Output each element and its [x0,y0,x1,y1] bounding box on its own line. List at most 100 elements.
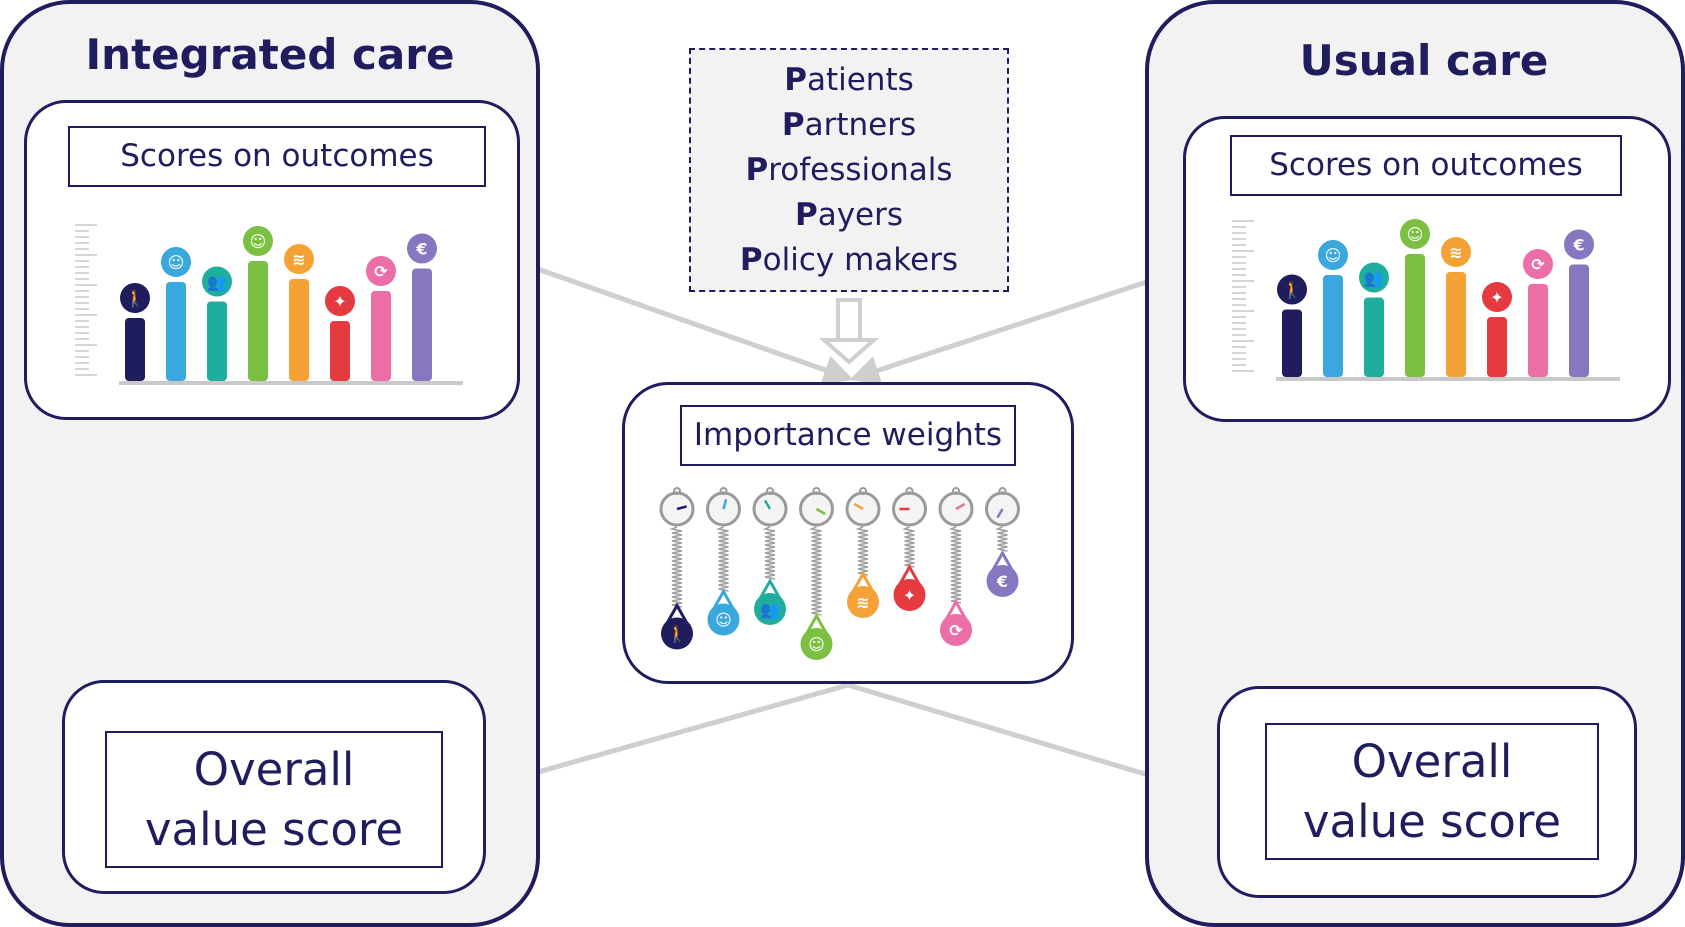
walking-person-icon [120,283,150,313]
arrow-right-scores-to-weights [849,267,1184,385]
left-value-label: Overall value score [105,731,443,868]
scale-ring [952,487,960,495]
integrated-care-panel: Integrated care Scores on outcomes 🚶☺👥☺≋… [0,0,540,927]
cycle-icon-glyph: ⟳ [374,262,388,281]
usual-care-panel: Usual care Scores on outcomes 🚶☺👥☺≋✦⟳€ O… [1145,0,1685,927]
scale-spring [855,526,869,576]
scale-needle [722,499,728,510]
person-arrows-icon [325,286,355,316]
euro-icon-glyph: € [996,572,1008,591]
scale-ring [859,487,867,495]
right-value-line2: value score [1302,795,1562,848]
left-outcome-chart: 🚶☺👥☺≋✦⟳€ [75,224,463,385]
scale-needle [676,505,687,511]
scale-spring [762,526,776,580]
cycle-icon-glyph: ⟳ [1531,255,1545,274]
signal-icon-glyph: ≋ [1449,243,1462,262]
walking-person-icon [1277,274,1307,305]
scale-ring [673,487,681,495]
left-bar [248,261,268,381]
euro-icon-glyph: € [1572,236,1584,255]
scale-needle [955,502,966,511]
right-outcome-chart: 🚶☺👥☺≋✦⟳€ [1232,219,1620,381]
importance-weights-label: Importance weights [680,405,1016,466]
integrated-care-title: Integrated care [85,30,455,79]
scale-spring [715,526,729,592]
scale-ring [719,487,728,495]
right-scores-box: Scores on outcomes 🚶☺👥☺≋✦⟳€ [1183,116,1671,422]
right-scores-label: Scores on outcomes [1230,135,1622,196]
head-icon-glyph: ☺ [1325,246,1342,265]
signal-icon [284,244,314,274]
people-icon [1359,262,1389,293]
smiley-icon [243,226,273,256]
cycle-icon-glyph: ⟳ [949,621,963,640]
smiley-icon-glyph: ☺ [250,232,267,251]
scale-spring [994,526,1008,552]
stakeholder-professionals: Professionals [745,152,953,188]
scale-spring [669,526,683,608]
cycle-icon [366,256,396,286]
smiley-icon-glyph: ☺ [808,635,825,654]
left-bar [330,321,350,381]
stakeholders-box: Patients Partners Professionals Payers P… [689,48,1009,292]
left-value-line1: Overall [193,743,355,796]
euro-icon [407,233,437,264]
euro-icon [986,565,1019,597]
left-bar [371,291,391,381]
scale-needle [815,507,826,516]
person-arrows-icon-glyph: ✦ [903,586,916,605]
walking-person-icon [661,617,693,650]
right-bar [1405,254,1425,377]
scale-ring [905,487,914,495]
smiley-icon-glyph: ☺ [1407,225,1424,244]
right-value-label: Overall value score [1265,723,1599,860]
right-value-box: Overall value score [1217,686,1637,898]
head-icon-glyph: ☺ [168,253,185,272]
scale-spring [901,526,915,568]
smiley-icon [1400,219,1430,249]
euro-icon [1564,229,1594,260]
stakeholder-partners: Partners [781,107,917,143]
cycle-icon [940,614,972,646]
smiley-icon [800,628,833,660]
down-arrow-stakeholders-to-weights [818,298,880,365]
left-bar [125,318,145,381]
people-icon-glyph: 👥 [207,273,227,292]
arrow-left-scores-to-weights [511,257,854,385]
left-bar [412,268,432,381]
person-arrows-icon [893,579,926,611]
right-bar [1528,284,1548,377]
head-icon [707,603,740,636]
left-bar [289,279,309,381]
spring-scales-graphic: 🚶 ☺ 👥 ☺ ≋ ✦ ⟳ € [659,487,1020,660]
scale-needle [763,499,772,510]
signal-icon-glyph: ≋ [856,593,869,612]
left-scores-box: Scores on outcomes 🚶☺👥☺≋✦⟳€ [24,100,520,420]
arrow-weights-to-left-value [482,682,849,794]
right-bar [1569,264,1589,377]
right-bar [1446,272,1466,377]
walking-person-icon-glyph: 🚶 [125,289,145,308]
cycle-icon [1523,249,1553,279]
scale-ring [998,487,1007,495]
scale-ring [812,487,821,495]
stakeholder-patients: Patients [784,62,914,98]
head-icon [161,247,191,277]
person-arrows-icon [1482,282,1512,312]
left-value-line2: value score [144,803,404,856]
people-icon-glyph: 👥 [1364,269,1384,288]
person-arrows-icon-glyph: ✦ [333,292,346,311]
euro-icon-glyph: € [415,240,427,259]
head-icon [1318,240,1348,270]
walking-person-icon-glyph: 🚶 [667,625,687,644]
head-icon-glyph: ☺ [715,611,732,630]
left-scores-label: Scores on outcomes [68,126,486,187]
right-bar [1282,309,1302,377]
people-icon-glyph: 👥 [760,600,780,619]
left-bar [166,282,186,381]
right-bar [1323,275,1343,377]
right-bar [1364,297,1384,377]
signal-icon [1441,237,1471,267]
importance-weights-box: Importance weights 🚶 ☺ 👥 ☺ ≋ ✦ ⟳ € [622,382,1074,684]
